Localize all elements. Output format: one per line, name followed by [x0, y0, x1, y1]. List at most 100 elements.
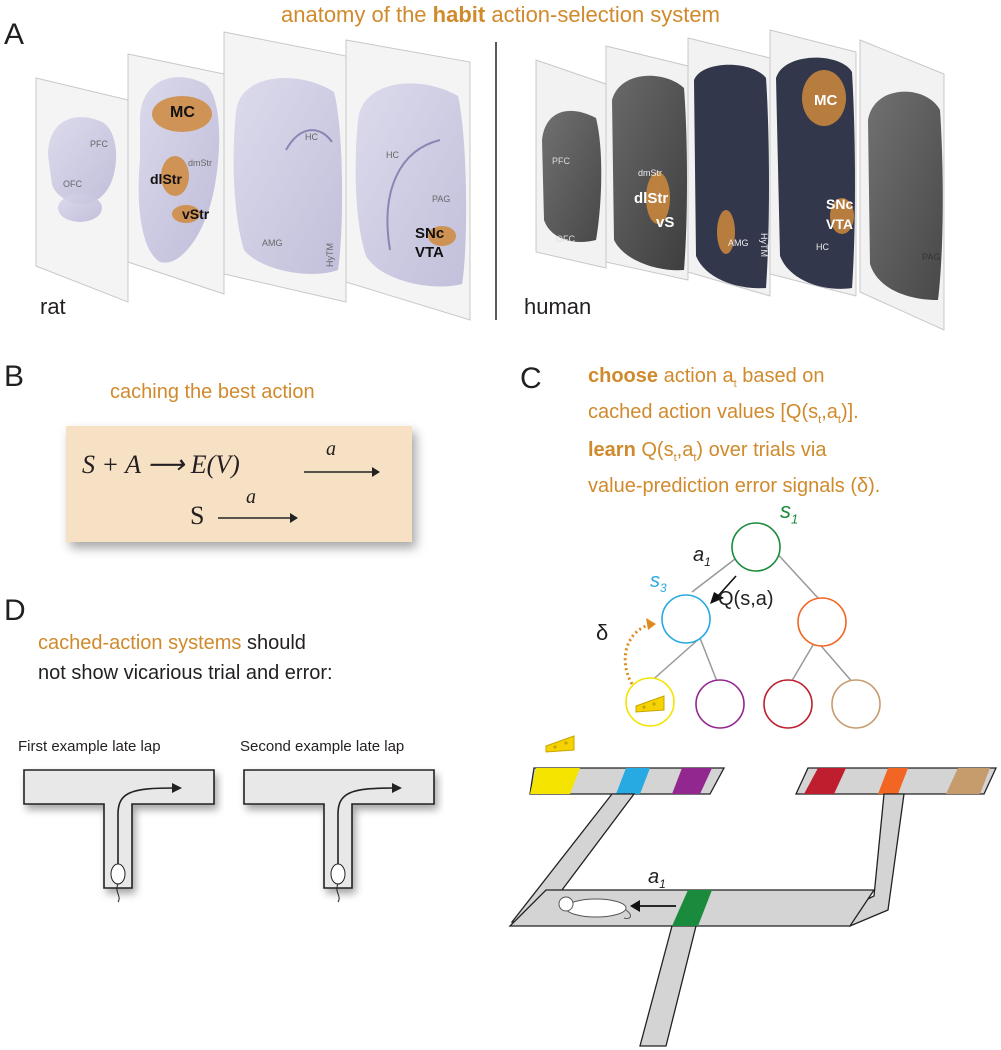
rat-pfc-label: PFC — [90, 139, 108, 149]
rat-slice-4 — [345, 39, 471, 321]
rat-slice-1 — [35, 77, 129, 303]
s3-sub: 3 — [660, 581, 667, 595]
panel-c-line-2: cached action values [Q(st,at)]. — [588, 398, 988, 434]
human-slice-1 — [535, 59, 607, 269]
tree-leaf-tan — [831, 679, 881, 729]
human-dlstr-label: dlStr — [634, 190, 669, 207]
dlstr-highlight — [161, 156, 189, 196]
rat-path — [117, 787, 175, 866]
s1-sub: 1 — [791, 511, 799, 527]
tree-node-right — [797, 597, 847, 647]
human-dmstr-label: dmStr — [638, 168, 663, 178]
human-label: human — [524, 294, 592, 319]
rat-label: rat — [40, 294, 66, 319]
human-hc-label: HC — [816, 242, 829, 252]
line2-sub2: t — [837, 414, 841, 426]
human-ofc-label: OFC — [556, 234, 575, 244]
human-amg-label: AMG — [728, 238, 749, 248]
panel-b-arrow-2 — [218, 513, 298, 523]
panel-d-text: cached-action systems should not show vi… — [38, 628, 333, 688]
panel-c-line-1: choose action at based on — [588, 362, 988, 398]
tree-leaf-red — [763, 679, 813, 729]
panel-b-equation-line1: S + A ⟶ E(V) — [82, 450, 240, 480]
delta-arrow — [623, 622, 653, 685]
tree-s1-label: s1 — [780, 498, 798, 526]
tree-node-s3 — [661, 594, 711, 644]
rat-ofc-label: OFC — [63, 179, 82, 189]
learn-sub2: t — [693, 452, 697, 464]
tree-a1-label: a1 — [693, 544, 711, 569]
panel-d-line-2: not show vicarious trial and error: — [38, 662, 333, 684]
panel-b-equation-line2: S — [190, 501, 205, 530]
panel-letter-d: D — [4, 594, 26, 627]
choose-sub: t — [733, 378, 737, 390]
s3-letter: s — [650, 570, 660, 592]
rat-mc-label: MC — [170, 104, 195, 121]
choose-rest: based on — [736, 365, 825, 387]
cheese-icon — [635, 695, 665, 713]
title-bold: habit — [432, 2, 486, 27]
panel-d-orange-text: cached-action systems — [38, 632, 242, 654]
line2-mid: ,a — [821, 401, 838, 423]
panel-letter-c: C — [520, 362, 542, 395]
human-mc-label: MC — [814, 92, 838, 109]
human-hytm-label: HyTM — [759, 233, 769, 257]
rat-dmstr-label: dmStr — [188, 158, 213, 168]
panel-letter-b: B — [4, 360, 25, 393]
human-pfc-label: PFC — [552, 156, 570, 166]
choose-bold: choose — [588, 365, 659, 387]
second-example-label: Second example late lap — [240, 738, 405, 755]
decision-tree — [623, 522, 881, 729]
rat-vstr-label: vStr — [182, 206, 210, 222]
line2-sub1: t — [818, 414, 822, 426]
maze-diagram — [508, 735, 998, 1047]
human-snc-label: SNc — [826, 196, 854, 212]
panel-b-arrow-label-2: a — [246, 486, 256, 508]
maze-cheese-icon — [545, 735, 575, 753]
human-slice-5 — [859, 39, 945, 331]
maze-a1-letter: a — [648, 866, 660, 888]
tree-s3-label: s3 — [650, 570, 667, 595]
title-prefix: anatomy of the — [281, 2, 433, 27]
tree-q-label: Q(s,a) — [718, 588, 774, 610]
figure-title: anatomy of the habit action-selection sy… — [0, 2, 1001, 28]
a1-letter: a — [693, 544, 705, 566]
vstr-highlight — [172, 205, 200, 223]
human-slice-2 — [605, 45, 689, 281]
learn-end: ) over trials via — [696, 439, 827, 461]
panel-letter-a: A — [4, 18, 25, 51]
rat-snc-label: SNc — [415, 225, 445, 242]
equation-lhs: S + A ⟶ E(V) — [82, 450, 240, 479]
panel-b-arrow-label-1: a — [326, 438, 336, 460]
rat-slice-3 — [223, 31, 347, 303]
human-slice-3 — [687, 37, 771, 297]
human-slice-4 — [769, 29, 857, 297]
rat-hytm-label: HyTM — [325, 243, 335, 267]
human-pag-label: PAG — [922, 252, 941, 262]
learn-text: Q(s — [635, 439, 674, 461]
panel-a-labels: PFC OFC MC dmStr dlStr vStr HC AMG HyTM … — [0, 0, 1001, 350]
maze-a1-sub: 1 — [659, 877, 666, 891]
tree-leaf-purple — [695, 679, 745, 729]
rat-vta-label: VTA — [415, 244, 444, 261]
panel-b-equation-box — [66, 426, 412, 542]
line2-a: cached action values [Q(s — [588, 401, 819, 423]
learn-sub1: t — [673, 452, 677, 464]
rat-pag-label: PAG — [432, 194, 451, 204]
panel-b-arrow-1 — [304, 467, 380, 477]
human-vta-label: VTA — [826, 216, 853, 232]
panel-d-line-1: cached-action systems should — [38, 628, 333, 658]
a1-sub: 1 — [704, 555, 711, 569]
learn-bold: learn — [588, 439, 636, 461]
tree-delta-label: δ — [596, 620, 609, 645]
line2-end: )]. — [840, 401, 859, 423]
snc-highlight — [428, 226, 456, 246]
tree-node-s1 — [731, 522, 781, 572]
panel-c-line-3: learn Q(st,at) over trials via — [588, 436, 988, 472]
panel-d-line1-rest: should — [241, 632, 306, 654]
rat-hc-label-1: HC — [305, 132, 318, 142]
choose-text: action a — [658, 365, 734, 387]
rat-dlstr-label: dlStr — [150, 171, 182, 187]
panel-c-line-4: value-prediction error signals (δ). — [588, 475, 881, 497]
panel-b-heading: caching the best action — [110, 381, 315, 403]
